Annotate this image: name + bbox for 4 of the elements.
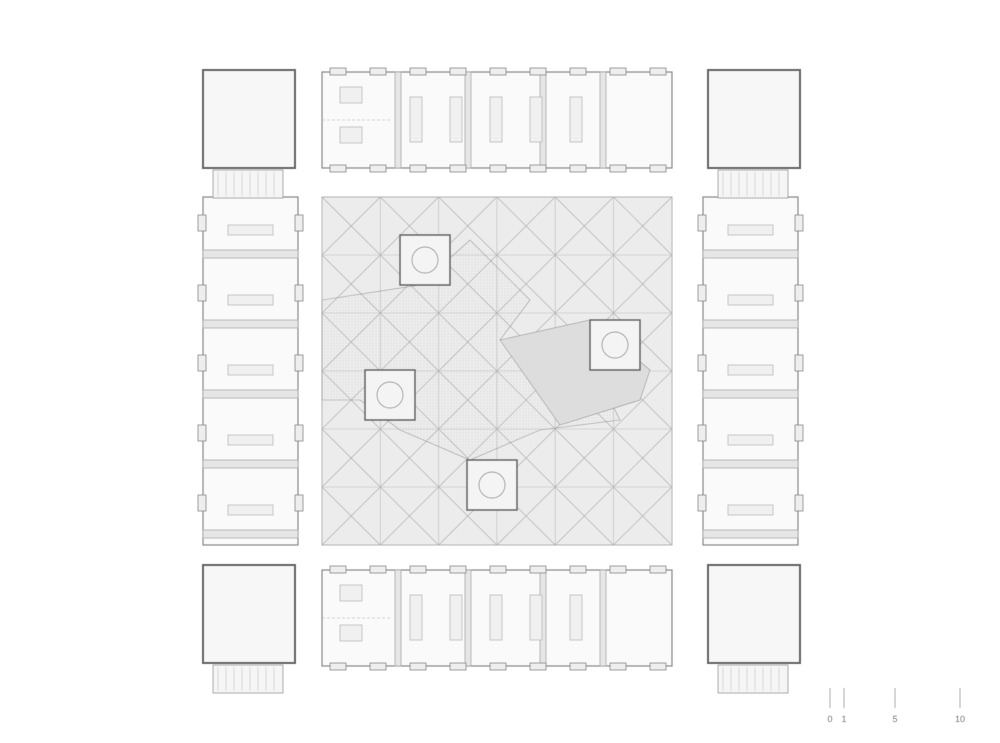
scale-label: 10	[955, 714, 965, 724]
scale-label: 5	[892, 714, 898, 724]
scale-label: 0	[828, 714, 832, 724]
scale-label: 1	[842, 714, 846, 724]
